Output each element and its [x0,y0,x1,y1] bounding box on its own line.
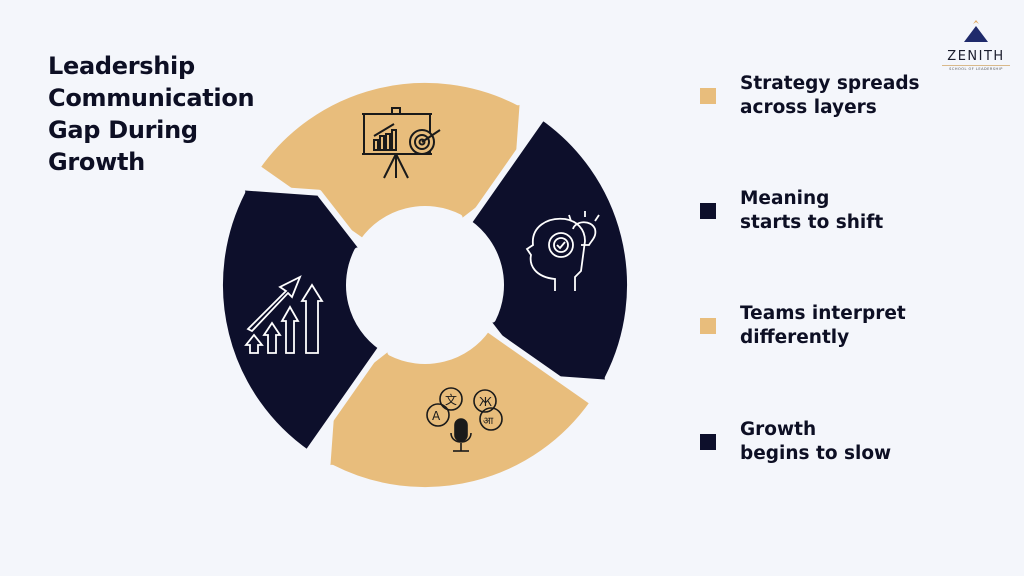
mountain-logo-icon [964,20,988,42]
title-line: Communication [48,84,255,112]
zenith-logo: ZENITH SCHOOL OF LEADERSHIP [936,18,1016,71]
title-line: Growth [48,148,145,176]
cycle-diagram: A 文 Ж आ [216,79,631,494]
legend-swatch-tan [700,318,716,334]
legend-text: starts to shift [740,212,884,233]
multilingual-microphone-icon: A 文 Ж आ [426,387,503,452]
glyph-a: A [432,409,441,423]
legend-text: Meaning [740,188,830,209]
logo-subtitle: SCHOOL OF LEADERSHIP [942,65,1010,71]
glyph-zh: 文 [445,392,457,407]
presentation-target-icon [362,107,441,179]
legend-text: differently [740,327,850,348]
legend-text: begins to slow [740,443,892,464]
page-title: Leadership Communication Gap During Grow… [48,50,308,178]
cycle-arrow-segment [216,183,385,456]
title-line: Gap During [48,116,198,144]
cycle-arrow-segment [323,325,596,494]
growth-arrows-icon [244,275,324,354]
legend-text: Strategy spreads [740,73,920,94]
legend-text: across layers [740,97,877,118]
legend-swatch-tan [700,88,716,104]
legend-swatch-navy [700,203,716,219]
head-gear-lightbulb-icon [525,211,600,291]
logo-name: ZENITH [947,49,1005,64]
glyph-aa: आ [483,416,494,427]
legend-text: Teams interpret [740,303,906,324]
legend-swatch-navy [700,434,716,450]
legend-text: Growth [740,419,817,440]
title-line: Leadership [48,52,195,80]
glyph-zhe: Ж [479,395,492,409]
